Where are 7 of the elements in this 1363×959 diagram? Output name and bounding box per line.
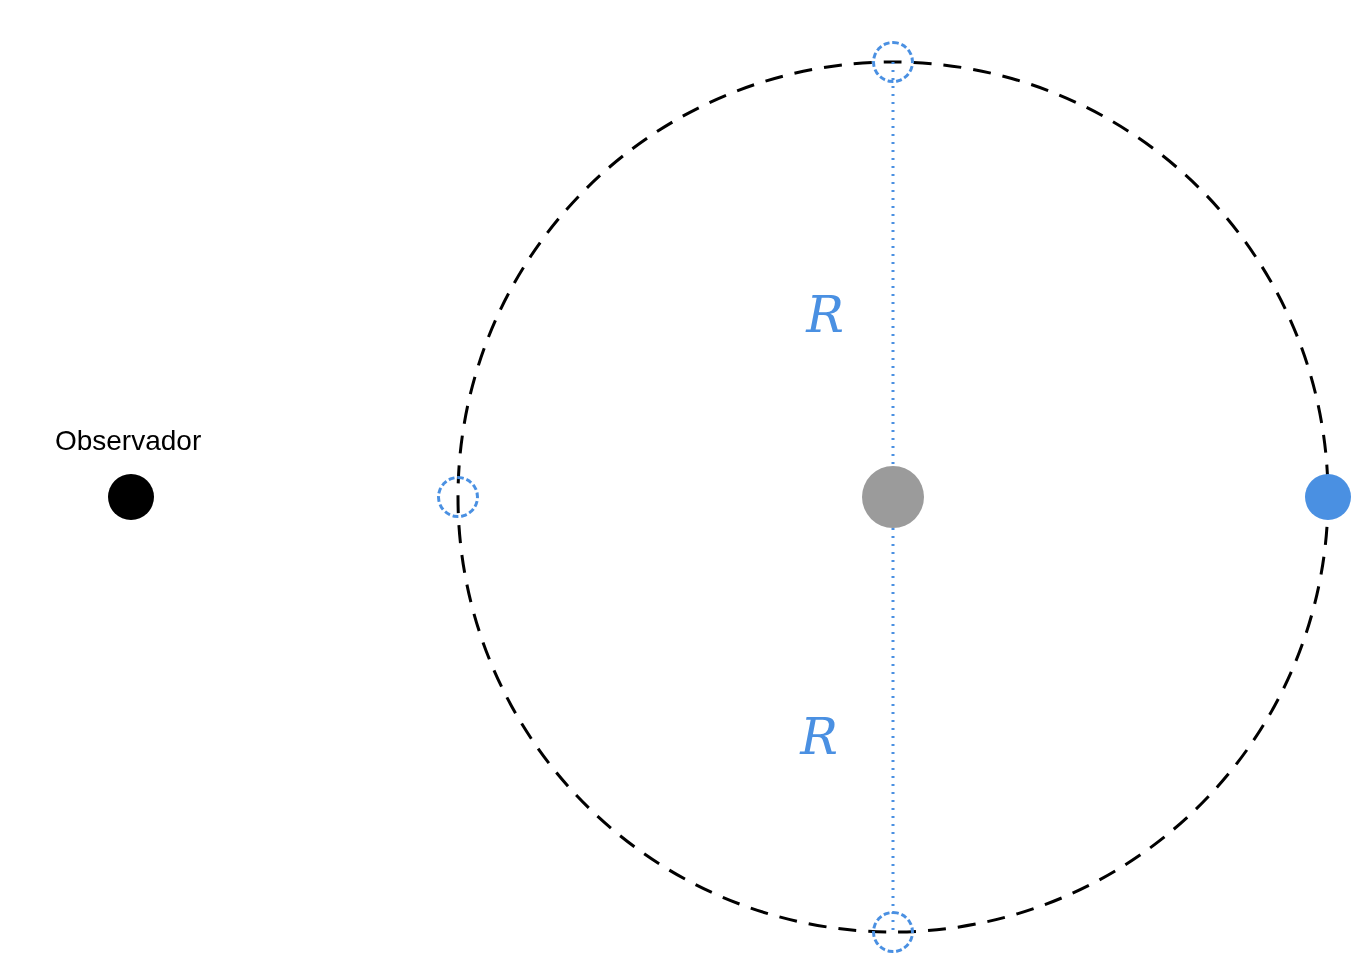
planet-dot (1305, 474, 1351, 520)
planet-outline (437, 476, 479, 518)
radius-label: R (806, 290, 844, 340)
radius-label: R (800, 712, 838, 762)
planet-outline (872, 41, 914, 83)
observer-label: Observador (54, 425, 202, 457)
planet-outline (872, 911, 914, 953)
